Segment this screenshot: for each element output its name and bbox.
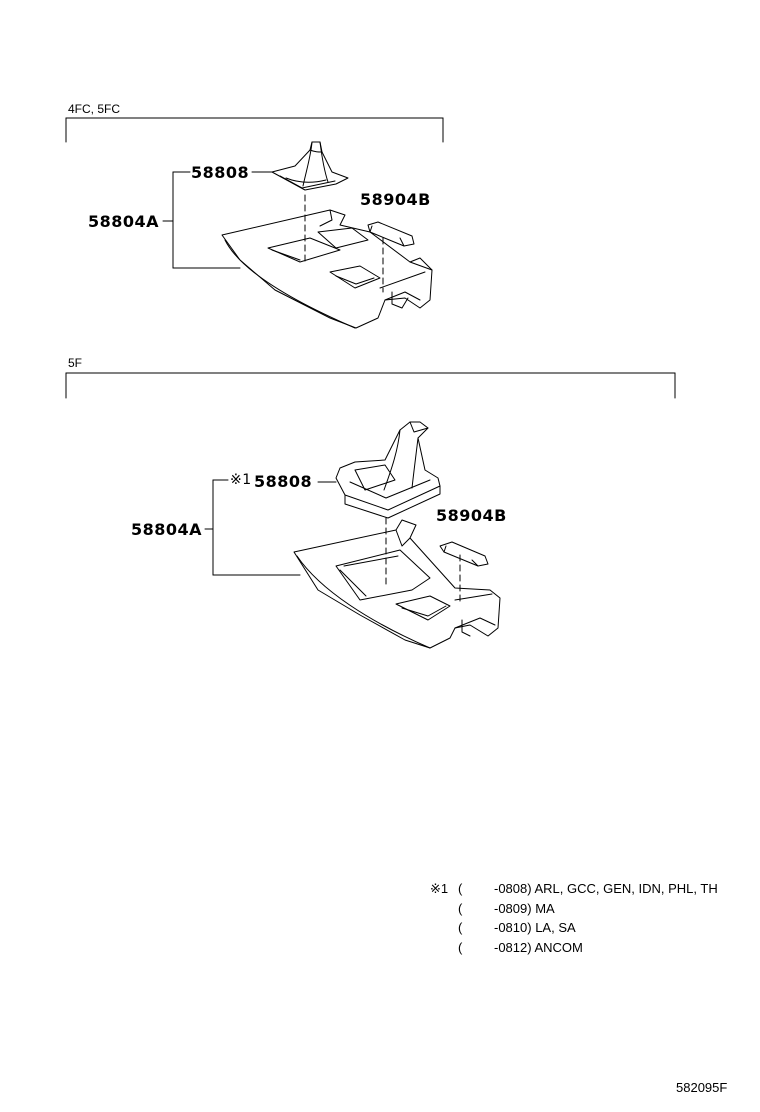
drawing-number: 582095F <box>676 1080 728 1095</box>
section2-part-boot[interactable]: 58808 <box>254 472 313 491</box>
section2-shift-boot <box>335 421 441 519</box>
section1-leaders <box>162 171 384 293</box>
section1-shift-boot <box>271 141 349 191</box>
section1-variant-label: 4FC, 5FC <box>68 102 121 116</box>
section1-console <box>221 209 433 329</box>
section2-variant-label: 5F <box>68 356 83 370</box>
section2-part-boot-mark: ※1 <box>230 472 252 488</box>
footnote-mark: ※1 <box>430 881 449 896</box>
section2-console <box>293 519 501 649</box>
section2-part-console[interactable]: 58804A <box>131 520 203 539</box>
footnote-row-4-open: ( <box>458 940 463 955</box>
section2-cover <box>439 541 489 567</box>
footnote-row-3-range: -0810) LA, SA <box>494 920 576 935</box>
section2-leaders <box>204 479 461 603</box>
section1-part-cover[interactable]: 58904B <box>360 190 431 209</box>
section2-part-cover[interactable]: 58904B <box>436 506 507 525</box>
footnote-row-2-range: -0809) MA <box>494 901 555 916</box>
section1-part-console[interactable]: 58804A <box>88 212 160 231</box>
section2-bracket <box>65 372 676 399</box>
footnote-row-1-range: -0808) ARL, GCC, GEN, IDN, PHL, TH <box>494 881 718 896</box>
section1-cover <box>367 221 415 247</box>
footnote-row-4-range: -0812) ANCOM <box>494 940 583 955</box>
footnote-row-3-open: ( <box>458 920 463 935</box>
footnote-row-1-open: ( <box>458 881 463 896</box>
section1-bracket <box>65 117 444 143</box>
footnote-row-2-open: ( <box>458 901 463 916</box>
section1-part-boot[interactable]: 58808 <box>191 163 250 182</box>
